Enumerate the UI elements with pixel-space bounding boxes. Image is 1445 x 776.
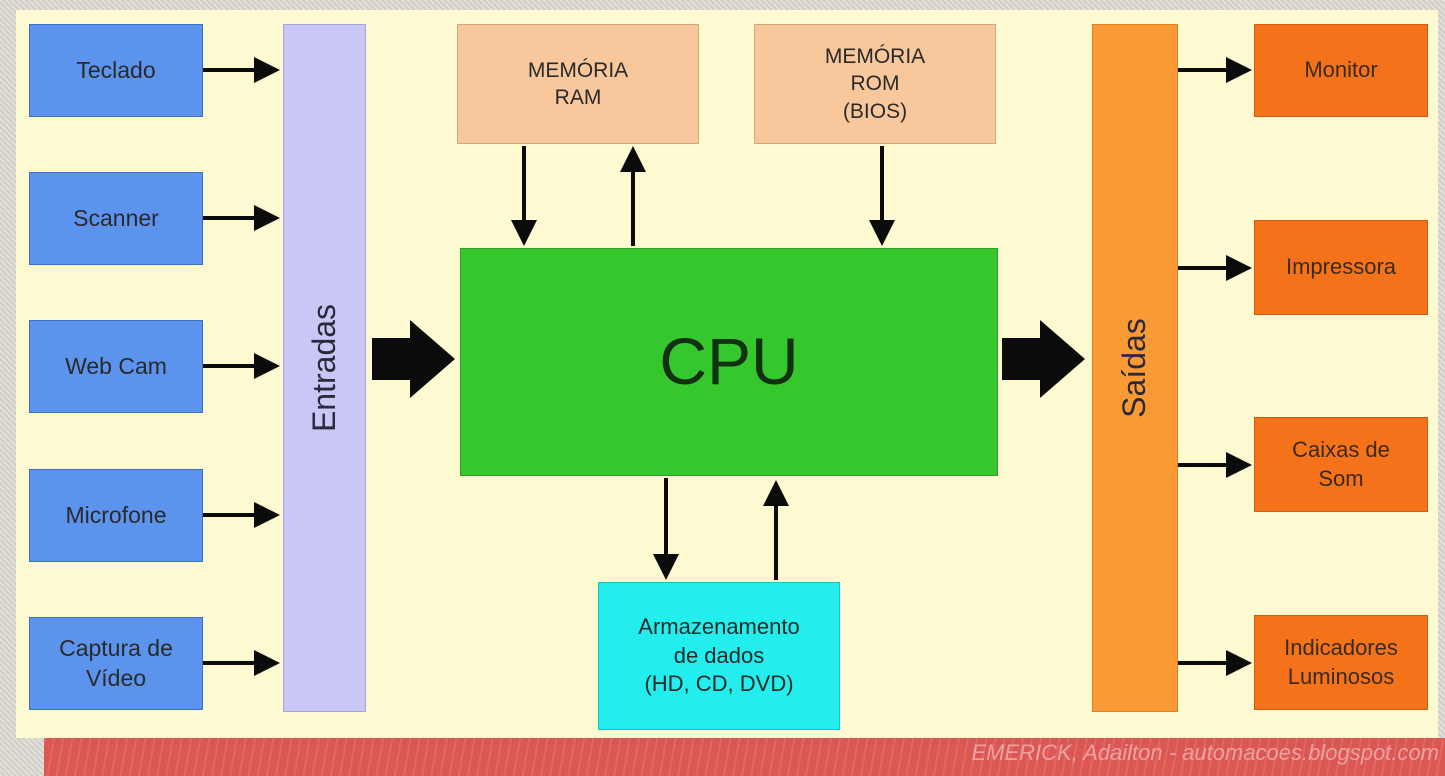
arrow-rom-to-cpu — [869, 146, 895, 246]
output-device-caixas-som: Caixas de Som — [1254, 417, 1428, 512]
arrow-cpu-to-storage — [653, 478, 679, 580]
arrow-entradas-to-cpu — [372, 320, 455, 398]
output-device-indicadores: Indicadores Luminosos — [1254, 615, 1428, 710]
output-label: Monitor — [1304, 57, 1378, 83]
arrow-webcam-to-entradas — [203, 353, 280, 379]
arrow-saidas-to-monitor — [1178, 57, 1252, 83]
output-label: Indicadores Luminosos — [1284, 634, 1398, 689]
input-device-captura-video: Captura de Vídeo — [29, 617, 203, 710]
memory-rom: MEMÓRIA ROM (BIOS) — [754, 24, 996, 144]
arrow-teclado-to-entradas — [203, 57, 280, 83]
arrow-saidas-to-impressora — [1178, 255, 1252, 281]
cpu-block: CPU — [460, 248, 998, 476]
arrow-cpu-to-ram — [620, 146, 646, 246]
output-label: Impressora — [1285, 254, 1397, 280]
footer-band: EMERICK, Adailton - automacoes.blogspot.… — [44, 738, 1445, 776]
memory-ram: MEMÓRIA RAM — [457, 24, 699, 144]
output-label: Caixas de Som — [1292, 436, 1390, 491]
arrow-captura-to-entradas — [203, 650, 280, 676]
input-bus: Entradas — [283, 24, 366, 712]
arrow-saidas-to-indicadores — [1178, 650, 1252, 676]
watermark-credit: EMERICK, Adailton - automacoes.blogspot.… — [971, 740, 1439, 765]
arrow-cpu-to-saidas — [1002, 320, 1085, 398]
arrow-scanner-to-entradas — [203, 205, 280, 231]
input-label: Web Cam — [65, 352, 167, 379]
input-device-webcam: Web Cam — [29, 320, 203, 413]
output-device-monitor: Monitor — [1254, 24, 1428, 117]
cpu-label: CPU — [659, 324, 799, 399]
input-device-microfone: Microfone — [29, 469, 203, 562]
arrow-ram-to-cpu — [511, 146, 537, 246]
output-device-impressora: Impressora — [1254, 220, 1428, 315]
memory-ram-label: MEMÓRIA RAM — [527, 58, 629, 109]
arrow-storage-to-cpu — [763, 480, 789, 580]
input-device-scanner: Scanner — [29, 172, 203, 265]
memory-rom-label: MEMÓRIA ROM (BIOS) — [824, 45, 926, 123]
input-label: Teclado — [76, 56, 156, 83]
input-label: Scanner — [73, 204, 159, 231]
output-bus: Saídas — [1092, 24, 1178, 712]
arrow-saidas-to-caixas — [1178, 452, 1252, 478]
input-device-teclado: Teclado — [29, 24, 203, 117]
input-label: Captura de Vídeo — [59, 634, 173, 691]
arrow-microfone-to-entradas — [203, 502, 280, 528]
storage-label: Armazenamento de dados (HD, CD, DVD) — [638, 614, 800, 697]
input-label: Microfone — [65, 501, 167, 528]
storage-block: Armazenamento de dados (HD, CD, DVD) — [598, 582, 840, 730]
